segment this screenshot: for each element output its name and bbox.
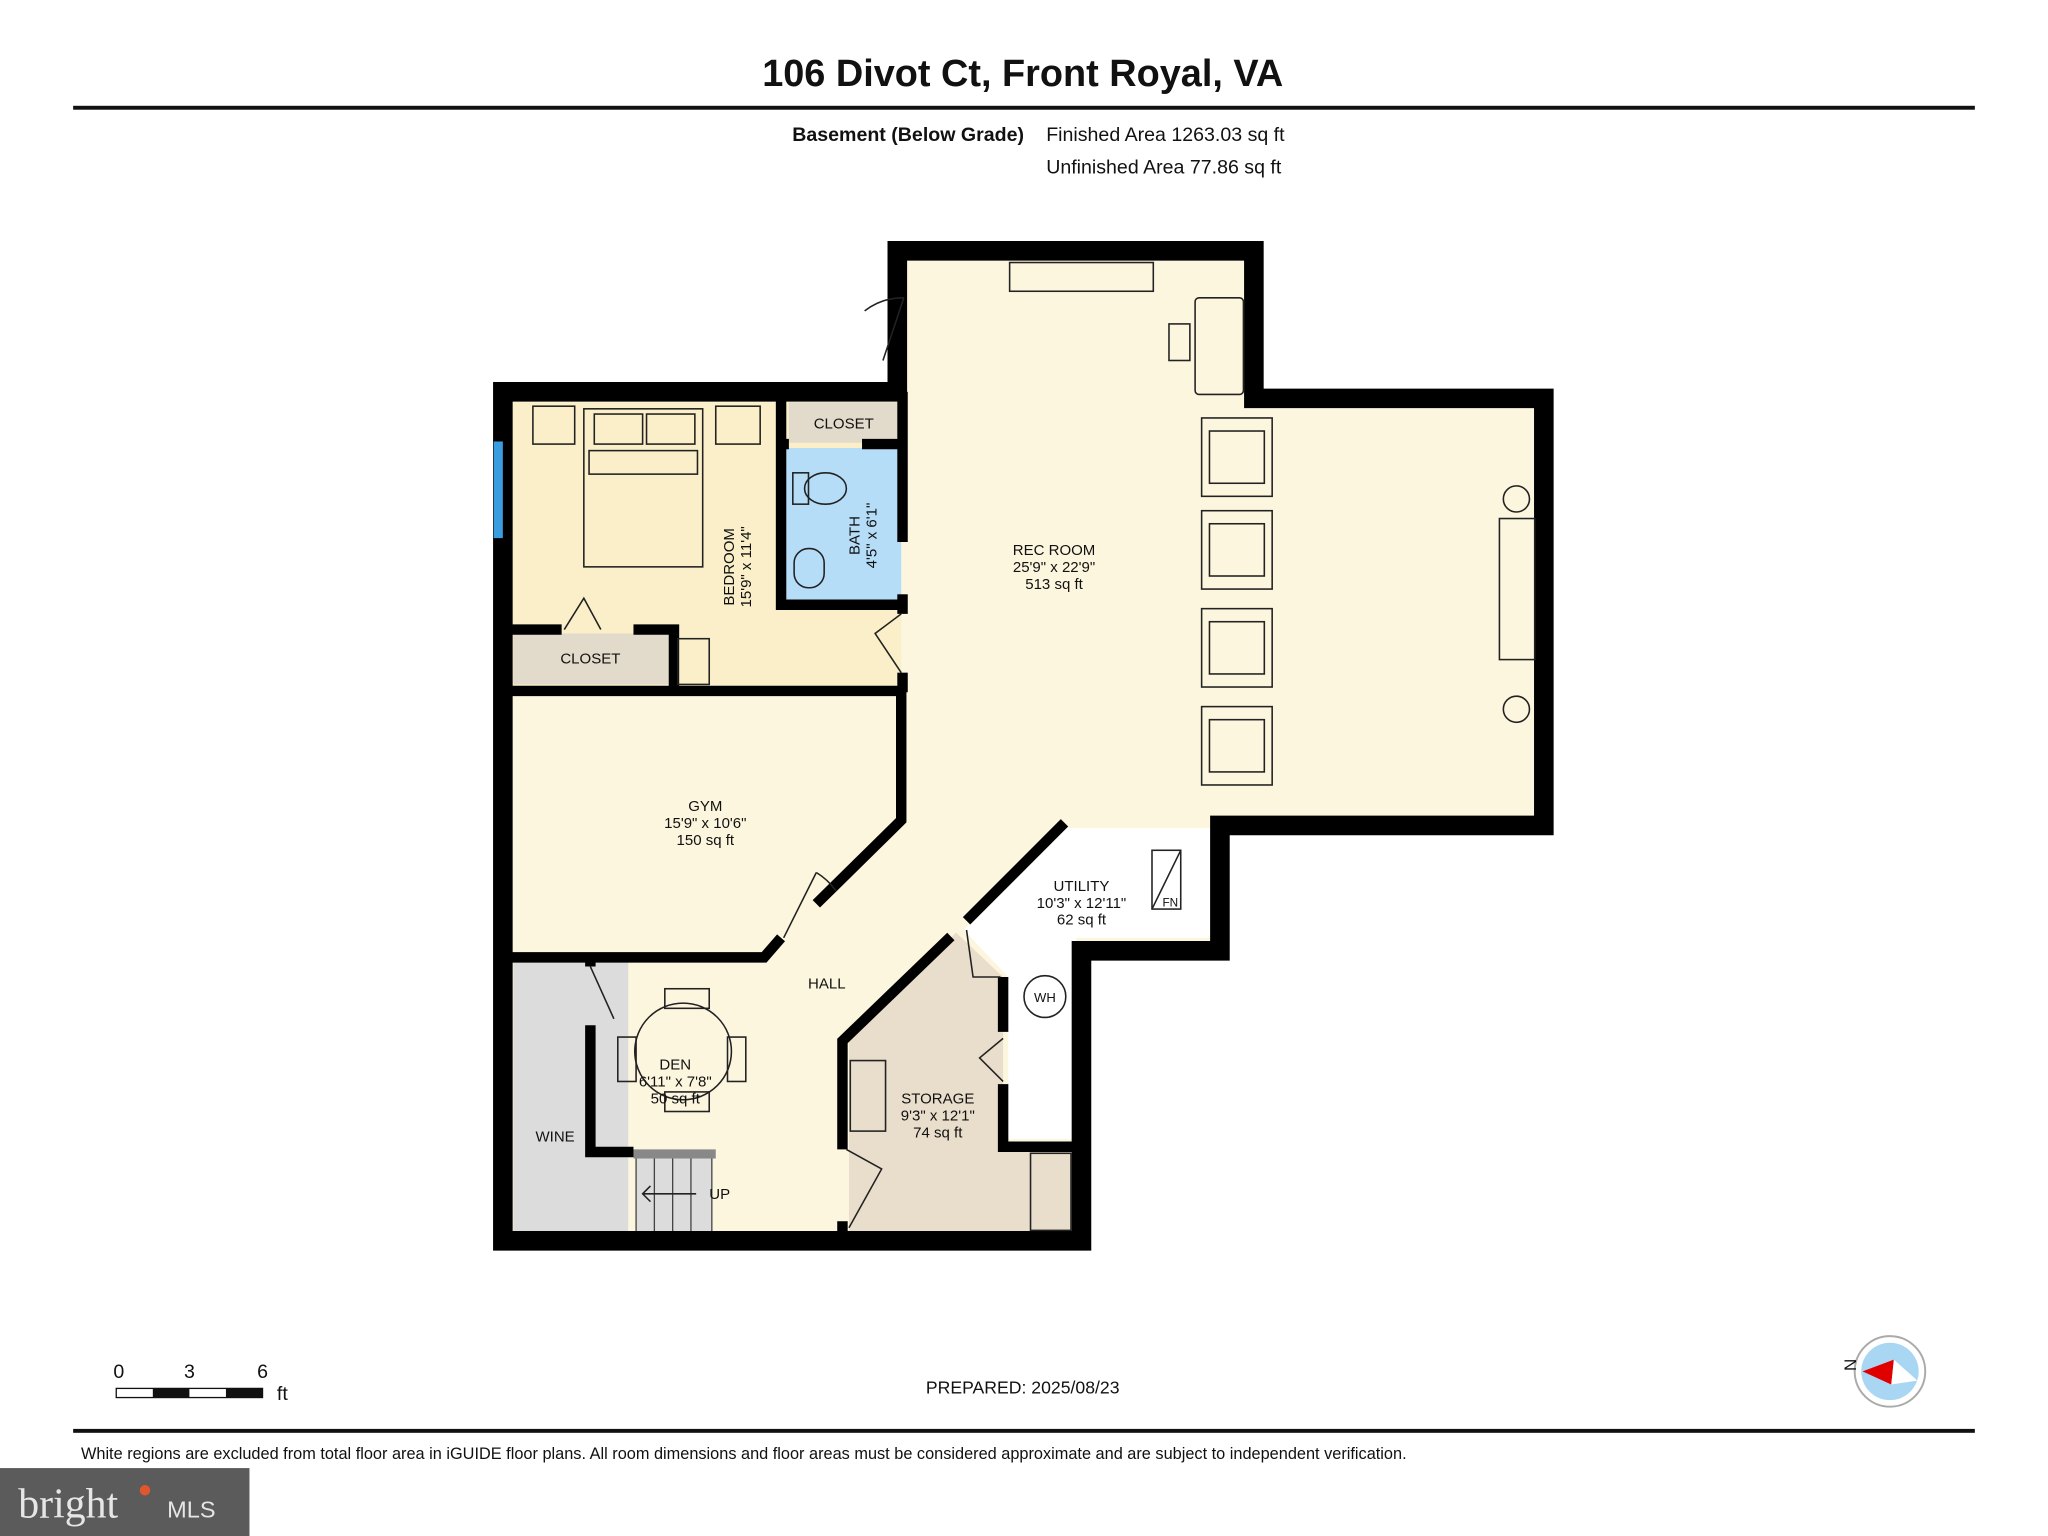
bed [583,408,704,568]
room-label-wine: WINE [535,1129,574,1146]
tv-console [1498,517,1536,661]
prepared-date: PREPARED: 2025/08/23 [926,1378,1120,1398]
room-label-rec-room: REC ROOM 25'9" x 22'9" 513 sq ft [1013,542,1096,593]
closet-lower [513,633,669,685]
room-label-utility: UTILITY 10'3" x 12'11" 62 sq ft [1037,878,1127,929]
bath-floor [783,448,902,605]
stair-landing [633,1149,716,1159]
scale-tick: 0 [113,1361,124,1383]
svg-text:4'5" x 6'1": 4'5" x 6'1" [863,503,880,569]
desk-chair [1168,323,1191,362]
scale-tick: 6 [257,1361,268,1383]
svg-text:10'3" x 12'11": 10'3" x 12'11" [1037,895,1127,912]
footer-divider [73,1428,1975,1433]
room-label-closet-lower: CLOSET [560,651,620,668]
finished-area: Finished Area 1263.03 sq ft [1046,124,1285,146]
furnace-icon [1151,849,1182,910]
svg-text:15'9" x 10'6": 15'9" x 10'6" [664,815,746,832]
round-table [633,1002,733,1101]
level-label: Basement (Below Grade) [792,124,1024,146]
svg-text:74 sq ft: 74 sq ft [913,1125,963,1142]
svg-text:REC ROOM: REC ROOM [1013,542,1096,559]
svg-text:15'9" x 11'4": 15'9" x 11'4" [738,526,755,607]
compass-needle-north [1862,1359,1894,1385]
furnace-diagonal [1151,849,1182,910]
svg-text:MLS: MLS [167,1497,215,1523]
bright-mls-logo: bright MLS [0,1468,250,1536]
compass-needle-south [1891,1359,1918,1385]
room-label-bedroom: BEDROOM 15'9" x 11'4" [721,526,755,607]
room-label-closet-upper: CLOSET [814,415,874,432]
svg-text:DEN: DEN [659,1057,691,1074]
nightstand [532,405,576,445]
svg-text:62 sq ft: 62 sq ft [1057,912,1107,929]
svg-text:BATH: BATH [846,516,863,555]
speaker [1502,695,1531,724]
desk [1194,297,1245,396]
svg-text:6'11" x 7'8": 6'11" x 7'8" [639,1074,712,1091]
compass: N [1840,1335,1927,1408]
interior-walls [502,391,1077,1241]
storage-shelf [849,1059,887,1132]
furnace-label: FN [1162,896,1178,909]
stair-arrow-icon [641,1185,697,1203]
window [493,441,503,539]
svg-text:bright: bright [18,1482,118,1528]
shelf [1008,261,1155,293]
room-label-gym: GYM 15'9" x 10'6" 150 sq ft [664,798,746,849]
scale-unit: ft [277,1383,288,1405]
speaker [1502,485,1531,513]
stairs-label: UP [709,1186,730,1203]
pillow [593,413,644,445]
svg-text:BEDROOM: BEDROOM [721,528,738,606]
svg-text:STORAGE: STORAGE [901,1091,974,1108]
svg-text:513 sq ft: 513 sq ft [1025,576,1083,593]
unfinished-area: Unfinished Area 77.86 sq ft [1046,157,1282,179]
water-heater-icon [1023,974,1067,1019]
room-label-den: DEN 6'11" x 7'8" 50 sq ft [639,1057,712,1108]
nightstand [714,405,761,445]
svg-text:150 sq ft: 150 sq ft [677,832,735,849]
chair [726,1036,747,1083]
door-swings [563,297,1004,1229]
compass-north-label: N [1840,1359,1859,1371]
scale-bar: 0 3 6 ft [113,1361,288,1405]
utility-floor [963,828,1213,1139]
pillow [645,413,696,445]
dining-table [664,987,711,1010]
footer-note: White regions are excluded from total fl… [81,1445,1407,1463]
armchairs [1200,417,1273,786]
svg-text:UTILITY: UTILITY [1054,878,1110,895]
pillows [588,449,699,475]
wine-floor [513,960,629,1232]
chair [664,1091,711,1113]
svg-text:50 sq ft: 50 sq ft [651,1091,701,1108]
scale-tick: 3 [184,1361,195,1383]
svg-text:25'9" x 22'9": 25'9" x 22'9" [1013,559,1095,576]
closet-upper [788,402,899,443]
dresser [677,637,711,686]
header-divider [73,105,1975,110]
toilet-tank [792,472,810,505]
storage-rack [1029,1152,1072,1232]
room-label-bath: BATH 4'5" x 6'1" [846,503,880,569]
sink-icon [793,547,825,589]
exterior-wall [493,240,1554,1251]
room-label-storage: STORAGE 9'3" x 12'1" 74 sq ft [901,1091,975,1142]
storage-floor [848,932,1074,1232]
room-label-hall: HALL [808,976,846,993]
toilet-icon [803,472,848,505]
svg-text:GYM: GYM [688,798,722,815]
svg-text:9'3" x 12'1": 9'3" x 12'1" [901,1108,975,1125]
water-heater-label: WH [1034,990,1056,1005]
page-title: 106 Divot Ct, Front Royal, VA [762,53,1283,95]
